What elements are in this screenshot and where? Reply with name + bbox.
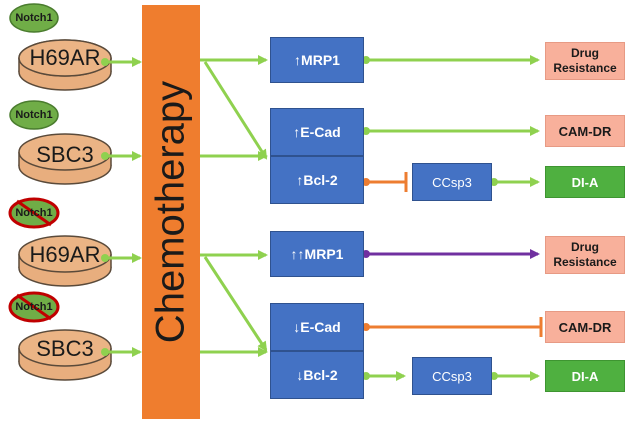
notch1-label: Notch1	[15, 301, 53, 313]
marker-ecad-down: ↓E-Cad	[270, 303, 364, 351]
marker-bcl2-up: ↑Bcl-2	[270, 156, 364, 204]
cell-line-label: H69AR	[29, 45, 101, 70]
knockout-cross-icon	[16, 199, 52, 227]
inhibition-tbar-icon	[364, 172, 543, 337]
chemo-to-marker-arrows	[200, 55, 268, 357]
knockout-cross-icon	[16, 293, 52, 321]
petri-dish-icon	[18, 133, 112, 185]
marker-mrp1-up: ↑MRP1	[270, 37, 364, 83]
dish-to-chemo-arrows	[103, 57, 142, 357]
notch1-badge-icon	[9, 100, 59, 130]
cell-line-label: SBC3	[36, 336, 94, 361]
outcome-drug-resistance: Drug Resistance	[545, 42, 625, 80]
notch1-label: Notch1	[15, 109, 53, 121]
marker-mrp1-upup: ↑↑MRP1	[270, 231, 364, 277]
cell-line-label: H69AR	[29, 242, 101, 267]
petri-dish-icon	[18, 329, 112, 381]
marker-ccsp3: CCsp3	[412, 357, 492, 395]
inhibition-dots	[362, 178, 370, 331]
notch1-badge-icon	[9, 3, 59, 33]
dish-connector-dots	[101, 58, 109, 356]
outcome-di-a: DI-A	[545, 360, 625, 392]
marker-ccsp3: CCsp3	[412, 163, 492, 201]
outcome-cam-dr: CAM-DR	[545, 115, 625, 147]
petri-dish-icon	[18, 235, 112, 287]
petri-dish-icon	[18, 39, 112, 91]
notch1-label: Notch1	[15, 207, 53, 219]
marker-ecad-up: ↑E-Cad	[270, 108, 364, 156]
outcome-di-a: DI-A	[545, 166, 625, 198]
cell-line-label: SBC3	[36, 142, 94, 167]
chemotherapy-bar	[142, 5, 200, 419]
outcome-drug-resistance: Drug Resistance	[545, 236, 625, 274]
notch1-label: Notch1	[15, 12, 53, 24]
marker-bcl2-down: ↓Bcl-2	[270, 351, 364, 399]
marker-connector-dots	[362, 56, 498, 380]
chemotherapy-label: Chemotherapy	[148, 80, 193, 344]
outcome-cam-dr: CAM-DR	[545, 311, 625, 343]
marker-to-outcome-arrows	[364, 55, 540, 381]
